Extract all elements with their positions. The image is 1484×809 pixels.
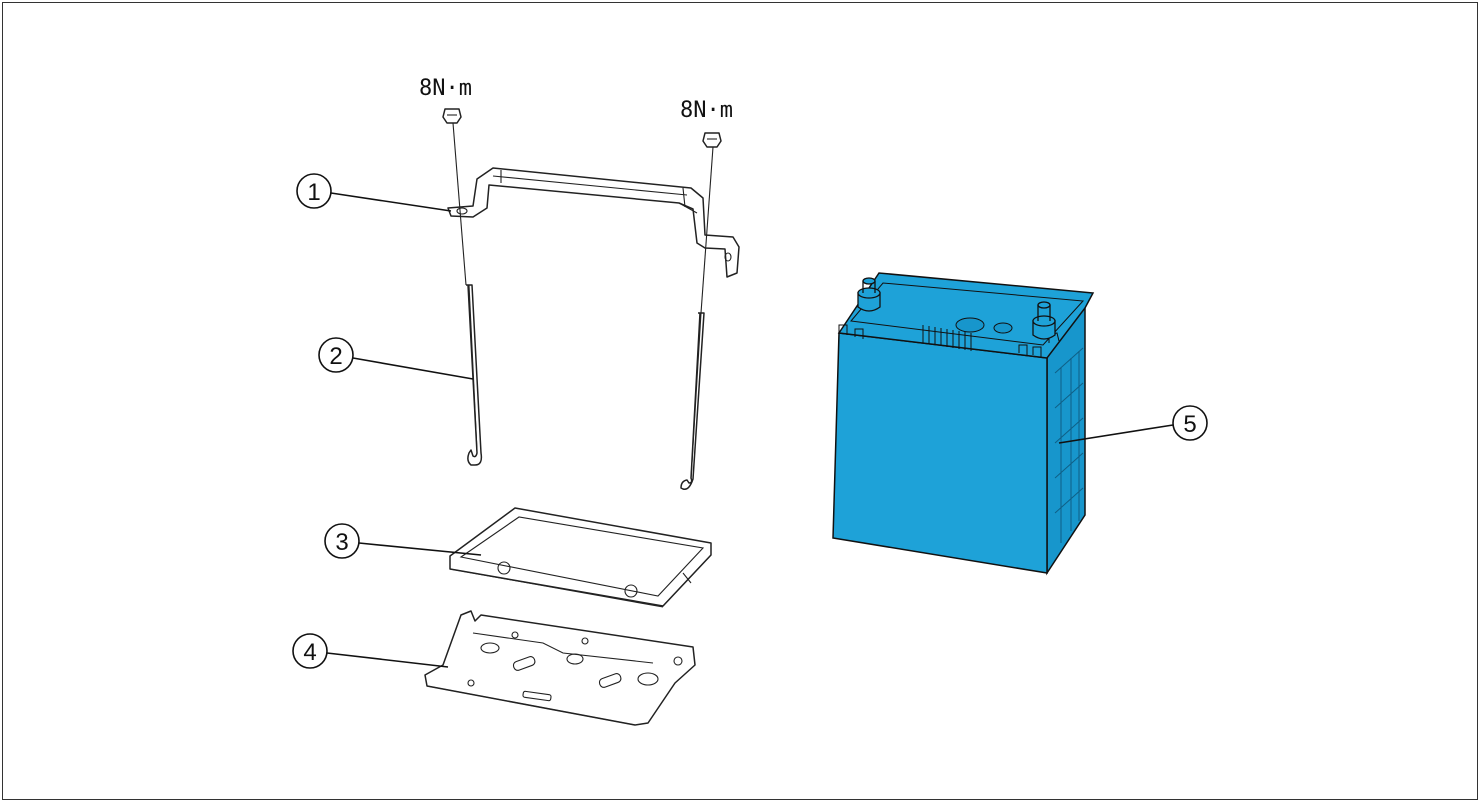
battery <box>832 272 1095 576</box>
battery-terminal-positive <box>1032 301 1056 340</box>
callout-1: 1 <box>296 173 332 209</box>
nut-left <box>442 108 462 124</box>
leader-line-1 <box>330 192 452 212</box>
leader-line-5 <box>1058 424 1174 444</box>
callout-5: 5 <box>1172 405 1208 441</box>
torque-label-left: 8N·m <box>419 76 472 101</box>
hold-down-clamp <box>447 167 740 278</box>
leader-line-3 <box>358 542 482 556</box>
battery-base-plate <box>424 610 696 726</box>
j-bolt-right <box>680 146 714 491</box>
callout-4: 4 <box>292 633 328 669</box>
callout-3: 3 <box>324 523 360 559</box>
leader-line-2 <box>352 357 474 380</box>
battery-exploded-diagram: 8N·m 8N·m <box>292 76 1208 726</box>
svg-text:4: 4 <box>303 639 316 666</box>
battery-tray <box>449 507 712 608</box>
battery-terminal-negative <box>857 277 881 312</box>
j-bolt-left <box>452 122 483 466</box>
svg-text:3: 3 <box>335 529 348 556</box>
torque-label-right: 8N·m <box>680 98 733 123</box>
nut-right <box>702 132 722 148</box>
leader-line-4 <box>326 652 449 668</box>
svg-text:2: 2 <box>329 343 342 370</box>
callout-2: 2 <box>318 337 354 373</box>
svg-text:5: 5 <box>1183 411 1196 438</box>
svg-text:1: 1 <box>307 179 320 206</box>
